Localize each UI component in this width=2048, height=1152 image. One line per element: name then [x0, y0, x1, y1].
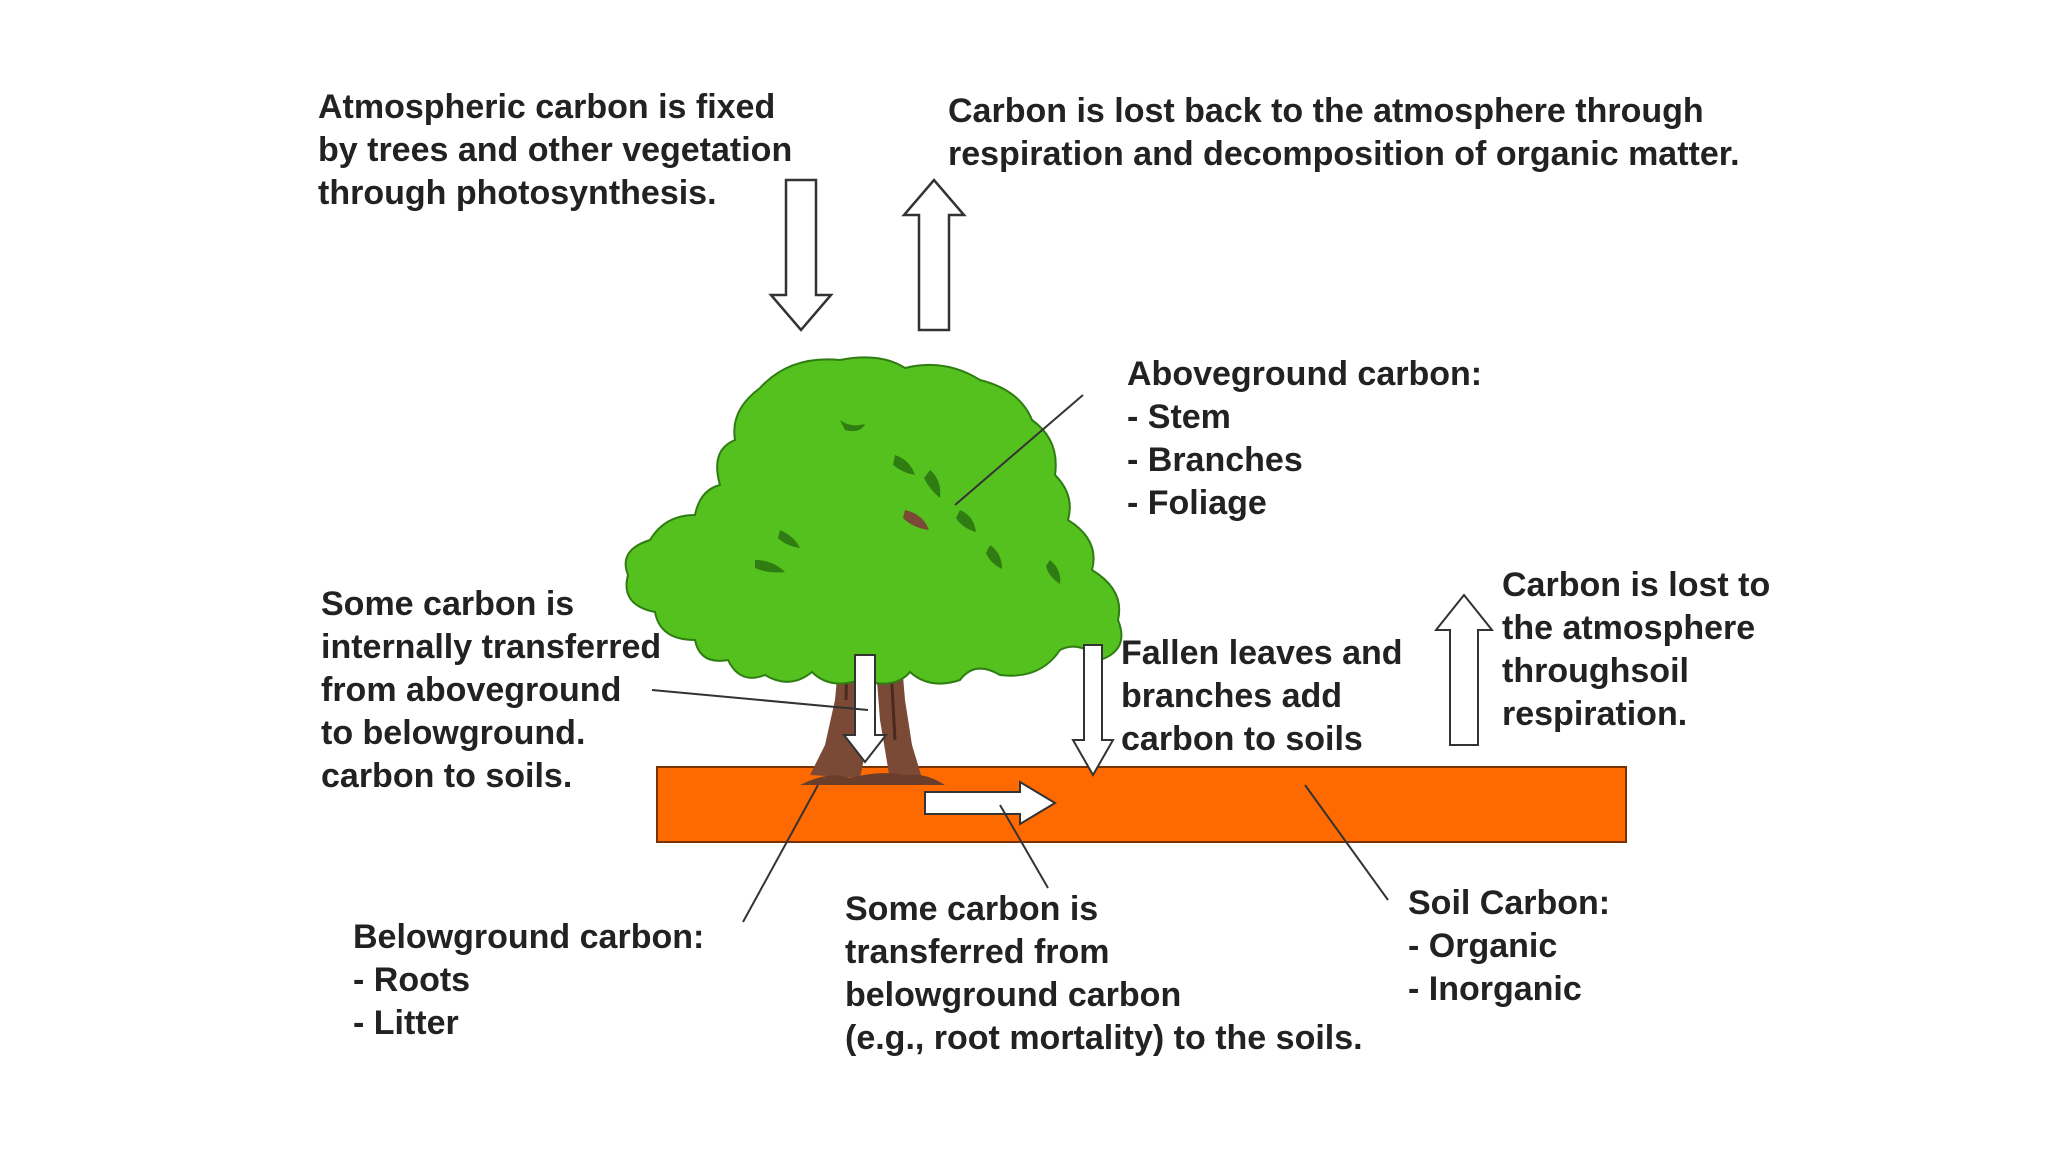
belowground-carbon-label: Belowground carbon: - Roots - Litter: [353, 916, 704, 1045]
soil-respiration-label: Carbon is lost to the atmosphere through…: [1502, 564, 1770, 736]
aboveground-carbon-label: Aboveground carbon: - Stem - Branches - …: [1127, 353, 1482, 525]
internal-transfer-label: Some carbon is internally transferred fr…: [321, 583, 661, 798]
fallen-leaves-arrow: [1073, 645, 1113, 775]
soil-layer: [657, 767, 1626, 842]
belowground-transfer-label: Some carbon is transferred from belowgro…: [845, 888, 1363, 1060]
lost-respiration-label: Carbon is lost back to the atmosphere th…: [948, 90, 1740, 176]
soil-respiration-arrow: [1436, 595, 1492, 745]
soil-carbon-label: Soil Carbon: - Organic - Inorganic: [1408, 882, 1610, 1011]
fallen-leaves-label: Fallen leaves and branches add carbon to…: [1121, 632, 1403, 761]
tree-canopy: [626, 357, 1122, 683]
respiration-arrow: [904, 180, 964, 330]
atmospheric-fixed-label: Atmospheric carbon is fixed by trees and…: [318, 86, 792, 215]
